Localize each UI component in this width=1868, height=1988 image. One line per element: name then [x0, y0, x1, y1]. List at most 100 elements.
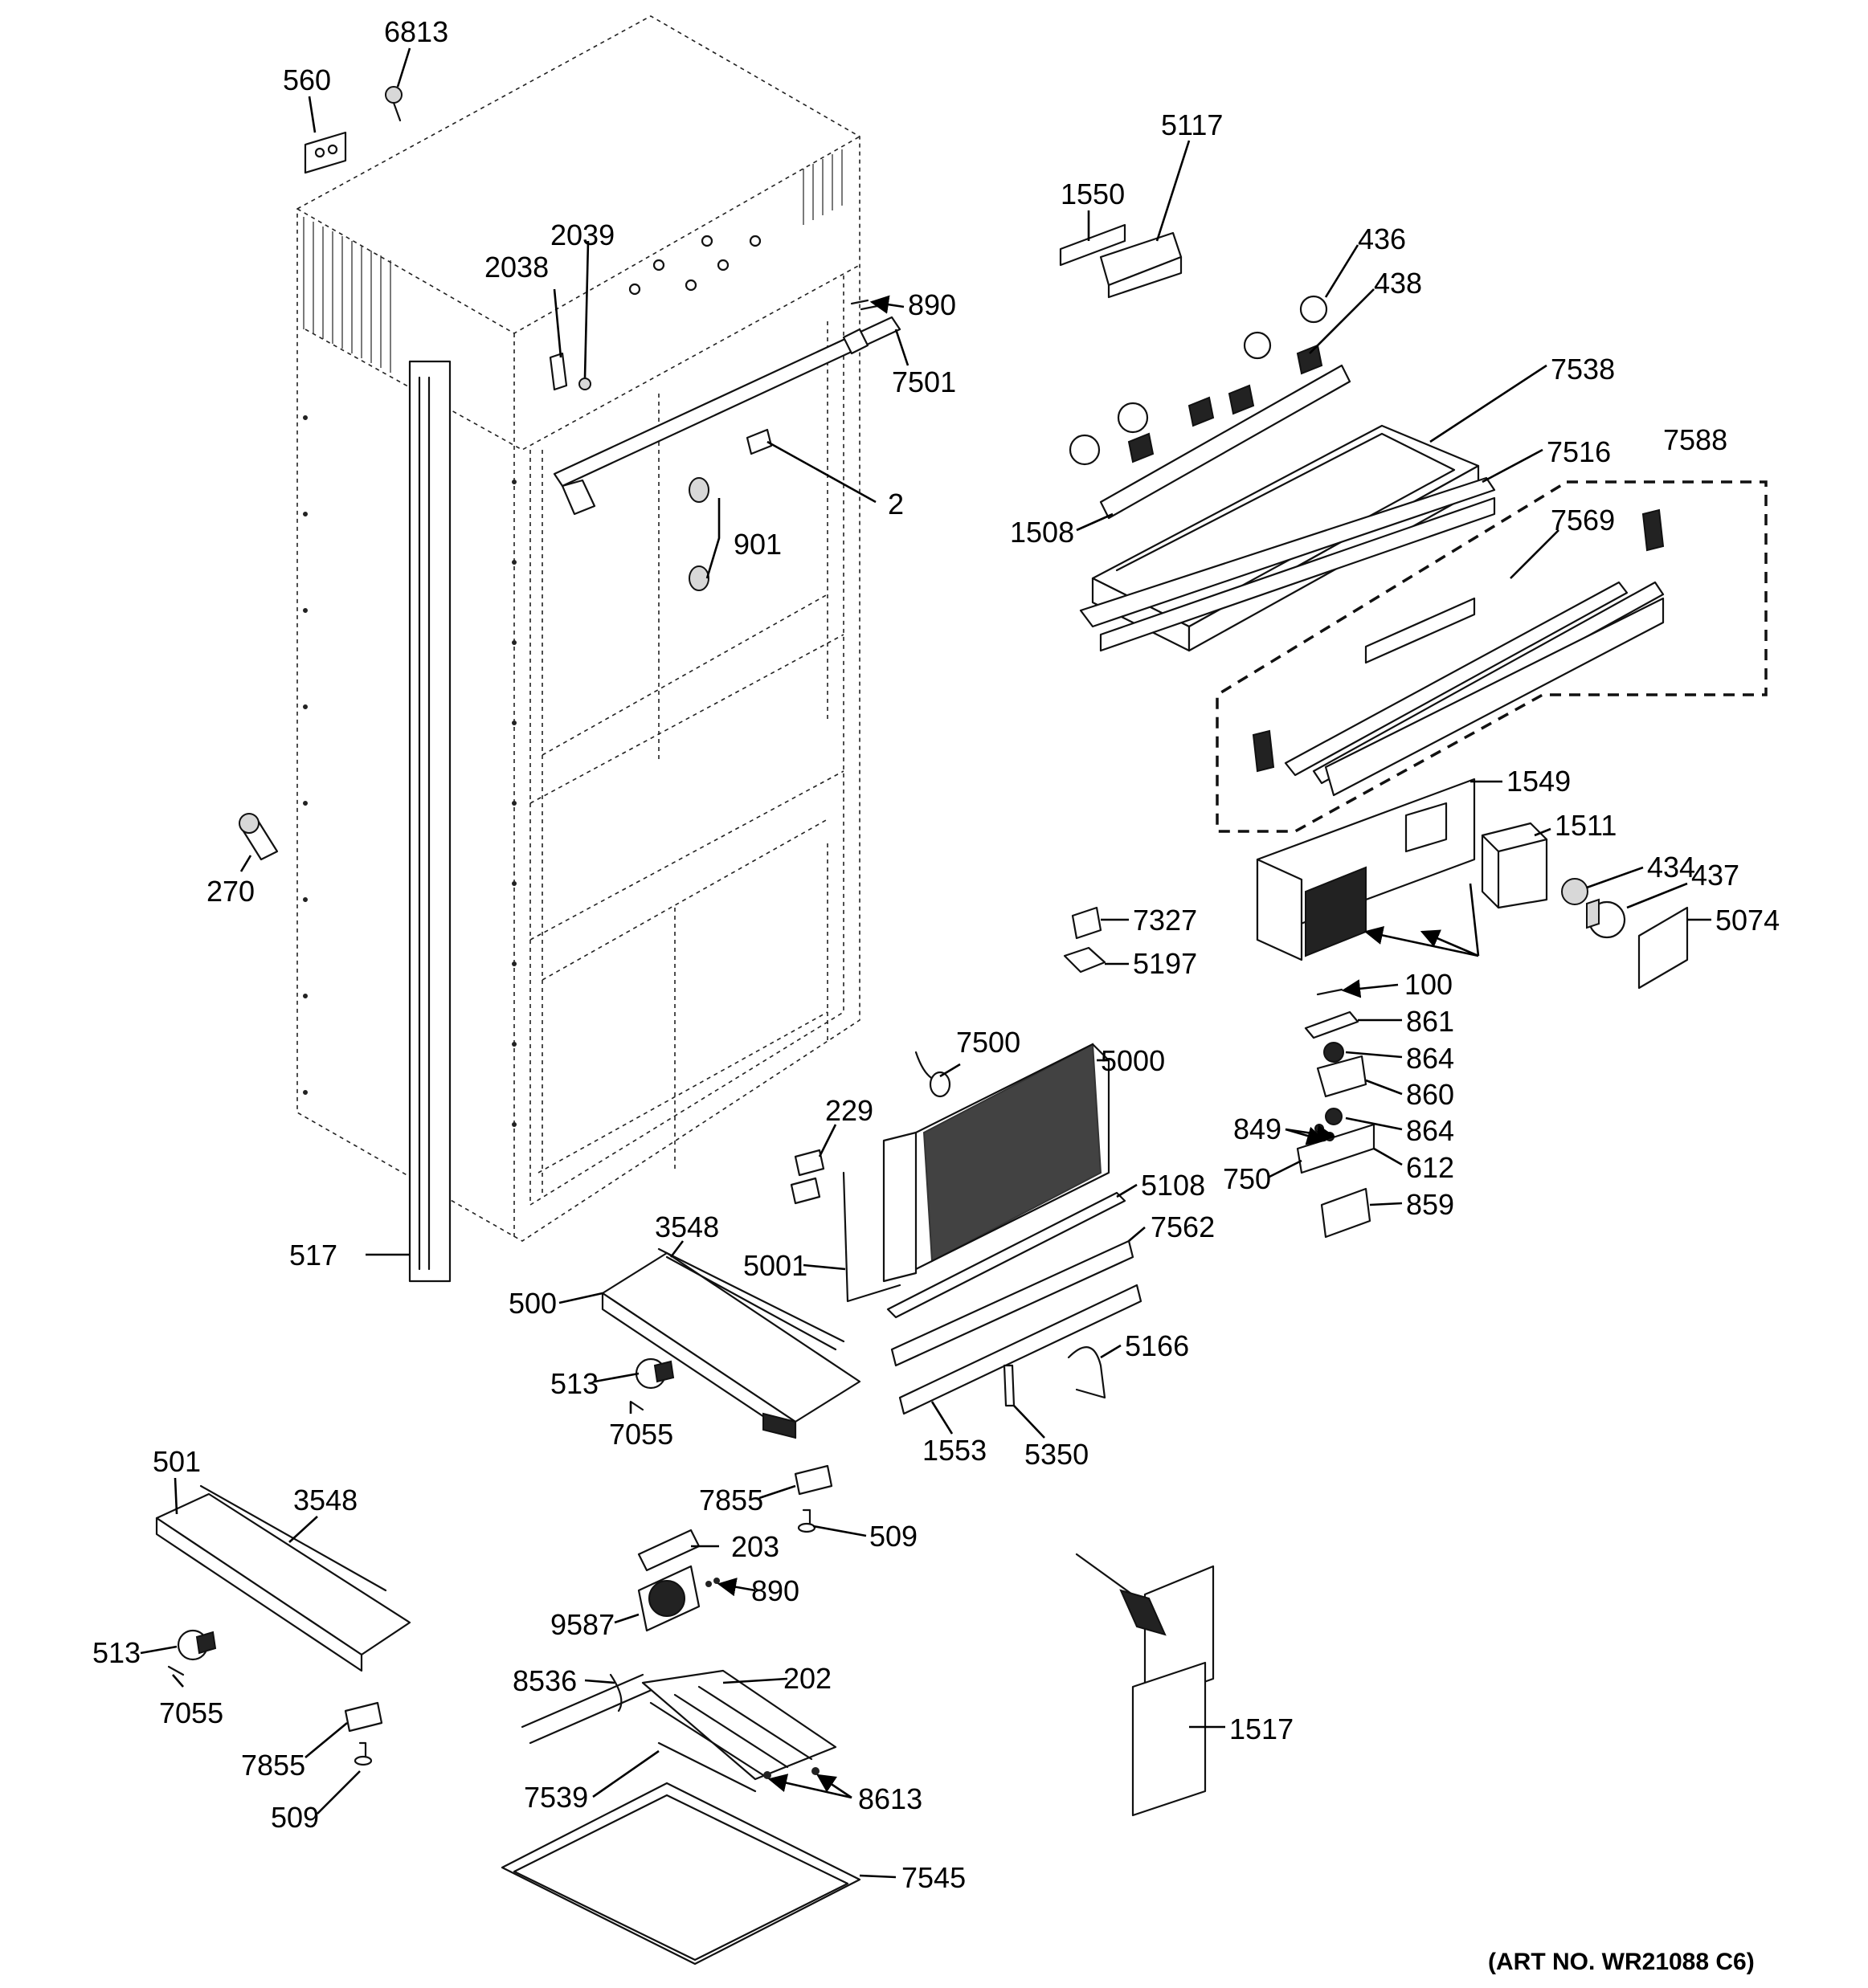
fan-bracket-203 — [637, 1529, 701, 1572]
callout-7539: 7539 — [524, 1781, 588, 1814]
callout-3548-upper: 3548 — [655, 1210, 719, 1243]
callout-203: 203 — [731, 1530, 779, 1563]
callout-270: 270 — [206, 875, 255, 908]
callout-436: 436 — [1358, 222, 1406, 255]
callout-9587: 9587 — [550, 1608, 615, 1641]
heater-229 — [790, 1149, 825, 1205]
callout-229: 229 — [825, 1094, 873, 1127]
trim-strip — [408, 360, 452, 1283]
control-box-500 — [601, 1251, 861, 1439]
control-assembly-7588 — [1216, 480, 1768, 833]
callout-861: 861 — [1406, 1005, 1454, 1038]
evaporator-5000 — [882, 1043, 1110, 1283]
callout-5117: 5117 — [1161, 108, 1223, 141]
callout-7569: 7569 — [1551, 504, 1615, 537]
callout-560: 560 — [283, 63, 331, 96]
callout-6813: 6813 — [384, 15, 448, 48]
callout-434: 434 — [1647, 851, 1695, 884]
lamp-bulbs — [1069, 295, 1328, 466]
clip-2 — [746, 428, 773, 455]
callout-2038: 2038 — [484, 251, 549, 284]
callout-7562: 7562 — [1151, 1210, 1215, 1243]
cover-5074 — [1637, 906, 1689, 990]
callout-437: 437 — [1691, 859, 1739, 892]
callout-864-b: 864 — [1406, 1114, 1454, 1147]
fan-motor-parts — [1296, 988, 1375, 1239]
lamp-bracket-1508 — [1099, 364, 1351, 520]
callout-5074: 5074 — [1715, 904, 1780, 937]
callout-750: 750 — [1223, 1162, 1271, 1195]
callout-8536: 8536 — [513, 1664, 577, 1697]
wire-5166 — [1067, 1346, 1106, 1399]
callout-7855-upper: 7855 — [699, 1484, 763, 1517]
fitting-8536 — [609, 1673, 623, 1712]
tube-5001 — [842, 1171, 901, 1303]
relay-513-top — [635, 1357, 675, 1390]
callout-202: 202 — [783, 1662, 832, 1695]
screws-890-lower — [705, 1578, 720, 1587]
drain-pan-7545 — [501, 1782, 861, 1966]
bracket-1550 — [1059, 223, 1126, 267]
box-1511 — [1481, 822, 1548, 909]
callout-438: 438 — [1374, 267, 1422, 300]
callout-509-lower: 509 — [271, 1801, 319, 1834]
callout-5001: 5001 — [743, 1249, 807, 1282]
callout-7545: 7545 — [901, 1861, 966, 1894]
callout-7855-lower: 7855 — [241, 1749, 305, 1782]
lamp-socket-434 — [1561, 878, 1588, 905]
duct-5117 — [1099, 231, 1183, 299]
callout-100: 100 — [1404, 968, 1453, 1001]
callout-901: 901 — [734, 528, 782, 561]
callout-509-upper: 509 — [869, 1520, 918, 1553]
callout-1511: 1511 — [1555, 809, 1617, 842]
callout-860: 860 — [1406, 1078, 1454, 1111]
control-box-501 — [155, 1492, 411, 1672]
callout-5000: 5000 — [1101, 1044, 1165, 1077]
callout-500: 500 — [509, 1287, 557, 1320]
callout-5166: 5166 — [1125, 1329, 1189, 1362]
callout-1508: 1508 — [1010, 516, 1074, 549]
resistor-7055-lower — [167, 1665, 185, 1676]
bracket-7855-lower — [344, 1701, 383, 1733]
shroud-1517 — [1075, 1553, 1215, 1817]
clip-7327 — [1071, 906, 1102, 940]
relay-513-lower — [177, 1629, 217, 1661]
callout-7327: 7327 — [1133, 904, 1197, 937]
callout-1553: 1553 — [922, 1434, 987, 1467]
callout-7501: 7501 — [892, 365, 956, 398]
callout-5108: 5108 — [1141, 1169, 1205, 1202]
callout-labels: 6813 560 5117 1550 436 438 2039 2038 890… — [92, 15, 1780, 1975]
callout-7500: 7500 — [956, 1026, 1020, 1059]
callout-859: 859 — [1406, 1188, 1454, 1221]
callout-7055-lower: 7055 — [159, 1696, 223, 1729]
callout-8613: 8613 — [858, 1782, 922, 1815]
resistor-7055-top — [629, 1400, 644, 1411]
callout-7588: 7588 — [1663, 423, 1727, 456]
condenser-202 — [521, 1669, 837, 1781]
callout-1550: 1550 — [1061, 178, 1125, 210]
foot-509-lower — [354, 1741, 373, 1766]
callout-5350: 5350 — [1024, 1438, 1089, 1471]
callout-7055-upper: 7055 — [609, 1418, 673, 1451]
callout-513-lower: 513 — [92, 1636, 141, 1669]
lamp-437 — [1586, 898, 1626, 939]
drain-5350 — [1003, 1364, 1016, 1407]
callout-5197: 5197 — [1133, 947, 1197, 980]
callout-7516: 7516 — [1547, 435, 1611, 468]
foot-509-top — [797, 1508, 816, 1533]
screw-6813 — [385, 86, 403, 122]
art-number: (ART NO. WR21088 C6) — [1488, 1949, 1755, 1975]
bracket-560 — [304, 131, 347, 174]
callout-1549: 1549 — [1506, 765, 1571, 798]
callout-849: 849 — [1233, 1112, 1281, 1145]
callout-1517: 1517 — [1229, 1712, 1294, 1745]
callout-7538: 7538 — [1551, 353, 1615, 386]
leveling-leg — [239, 813, 279, 861]
callout-501: 501 — [153, 1445, 201, 1478]
cabinet-case — [296, 15, 860, 1242]
callout-2: 2 — [888, 488, 904, 520]
callout-513-upper: 513 — [550, 1367, 599, 1400]
callout-890-lower: 890 — [751, 1574, 799, 1607]
clip-5197 — [1063, 946, 1106, 974]
frame-7516 — [1079, 476, 1496, 652]
